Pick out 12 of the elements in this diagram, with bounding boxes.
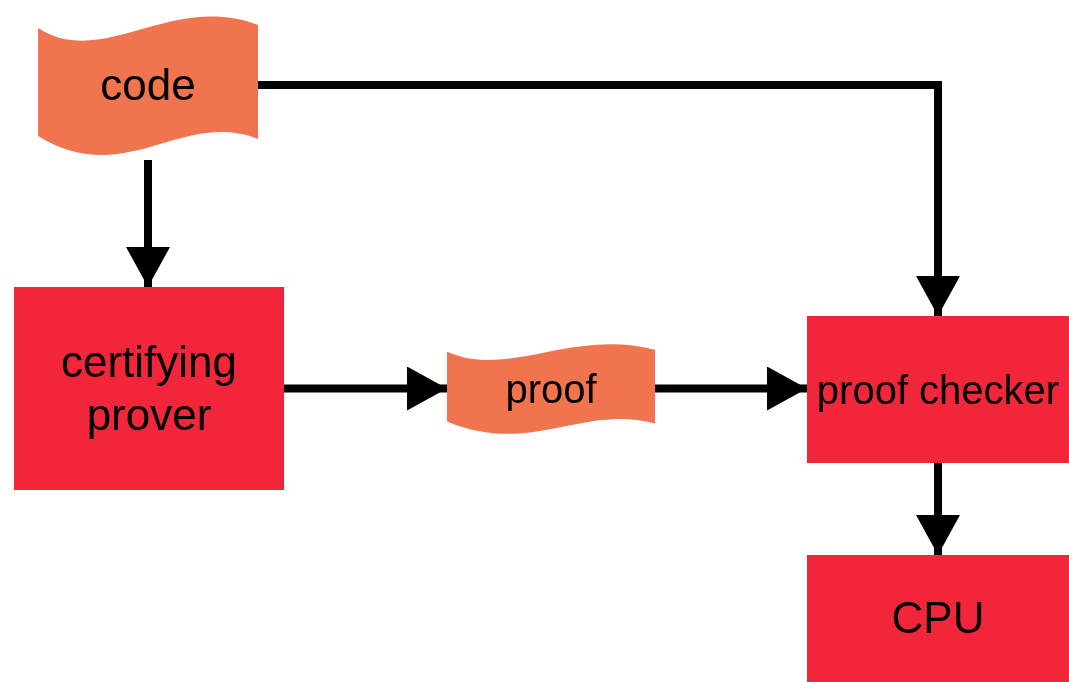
arrow bbox=[258, 81, 960, 316]
arrow bbox=[655, 366, 807, 411]
node-label: CPU bbox=[891, 592, 985, 645]
node-label: proof checker bbox=[816, 366, 1060, 414]
process-box bbox=[807, 555, 1069, 682]
node-label: code bbox=[100, 58, 196, 111]
node-label: proof bbox=[505, 365, 597, 413]
node-label: certifying prover bbox=[59, 335, 239, 441]
arrow bbox=[284, 366, 447, 411]
process-box bbox=[14, 287, 284, 490]
arrow bbox=[916, 463, 960, 555]
process-box bbox=[807, 316, 1069, 463]
